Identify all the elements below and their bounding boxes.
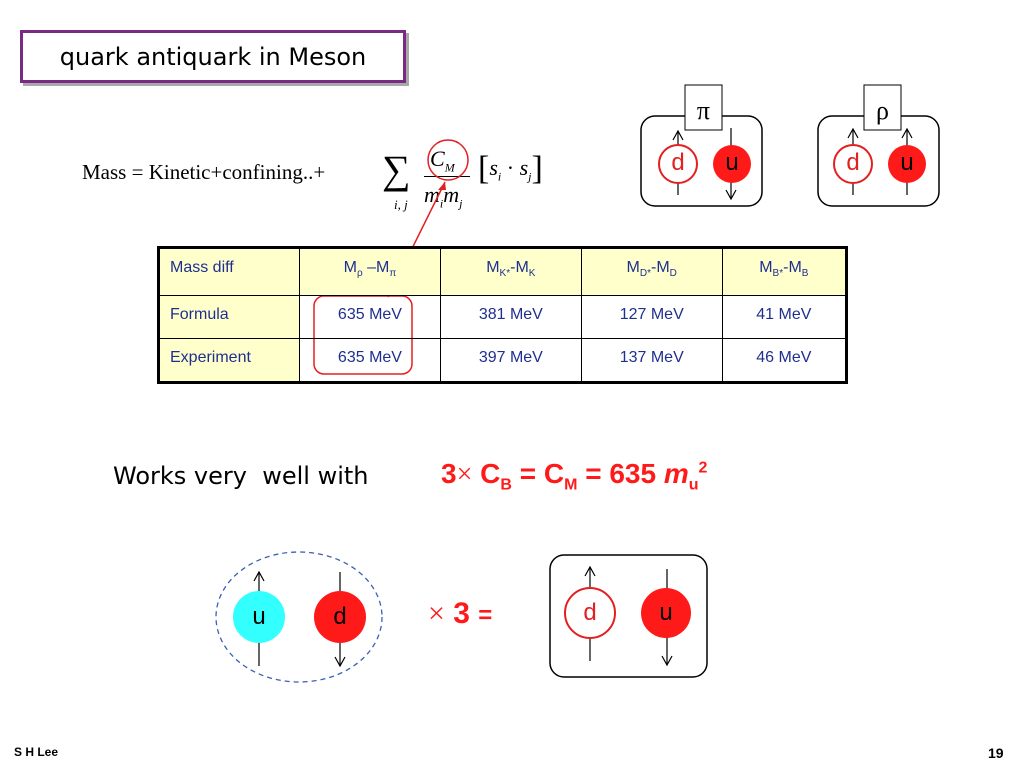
relation-three: 3	[441, 458, 457, 489]
relation-cb-sub: B	[500, 476, 512, 494]
rho-d-quark	[833, 144, 873, 184]
formula-eq: =	[131, 160, 144, 184]
relation-m: m	[663, 458, 689, 489]
header-bstar-b: MB*-MB	[721, 247, 848, 296]
equals-sign: =	[478, 602, 493, 629]
slide-title: quark antiquark in Meson	[59, 42, 367, 71]
bottom-spin-down-arrow	[661, 655, 673, 667]
formula-mj-sub: j	[459, 196, 463, 211]
relation-m-sup: 2	[698, 459, 708, 477]
formula-mi-sub: i	[439, 196, 444, 211]
footer-page-number: 19	[988, 745, 1004, 761]
relation-times: ×	[456, 459, 473, 490]
rho-label: ρ	[876, 96, 889, 125]
relation-eq: =	[519, 458, 537, 489]
formula-confining: confining..	[222, 160, 314, 184]
diquark-u-letter: u	[252, 603, 266, 630]
row-label-formula: Formula	[158, 294, 300, 339]
bottom-u-quark	[641, 588, 691, 638]
rho-label-box	[863, 84, 902, 131]
works-text: Works very well with	[113, 462, 369, 490]
formula-sum: ∑	[382, 147, 411, 192]
formula-sum-index: i, j	[394, 197, 408, 212]
formula-si: s	[489, 155, 498, 180]
formula-dot: ·	[506, 155, 515, 180]
mass-diff-table: Mass diff Mρ –Mπ MK*-MK MD*-MD MB*-MB Fo…	[157, 246, 848, 384]
diquark-d-letter: d	[333, 603, 347, 630]
pi-u-quark	[713, 145, 751, 183]
table-cell: 635 MeV	[299, 337, 441, 384]
table-row-experiment: Experiment 635 MeV 397 MeV 137 MeV 46 Me…	[158, 337, 848, 384]
formula-c: C	[430, 146, 445, 171]
diquark-spin-down-arrow	[334, 656, 346, 668]
formula-plus: +	[313, 160, 326, 184]
row-label-experiment: Experiment	[158, 337, 300, 384]
relation-m-sub: u	[688, 476, 699, 494]
pi-spin-up-arrow	[672, 129, 684, 141]
rho-spin-up-arrow-2	[901, 127, 913, 139]
table-cell: 397 MeV	[439, 337, 582, 384]
times-symbol: ×	[428, 597, 445, 630]
formula-denominator: mimj	[424, 182, 462, 211]
bottom-u-letter: u	[659, 599, 673, 626]
table-cell: 381 MeV	[439, 294, 582, 339]
diquark-d-quark	[314, 591, 366, 643]
table-cell: 46 MeV	[721, 337, 848, 384]
cm-highlight-circle	[427, 139, 469, 181]
relation-value: 635	[609, 458, 657, 489]
diquark-ellipse	[215, 551, 383, 683]
rho-u-letter: u	[900, 149, 914, 176]
bracket-right: ]	[531, 150, 543, 187]
pi-label: π	[696, 96, 711, 125]
times-number: 3	[453, 597, 470, 630]
mass-formula: Mass = Kinetic+confining..+	[82, 160, 325, 185]
formula-numerator: CM	[430, 146, 455, 175]
diquark-spin-up-arrow	[253, 570, 265, 582]
formula-spin-product: [si · sj]	[478, 150, 543, 188]
relation-eq: =	[585, 458, 602, 489]
rho-d-letter: d	[846, 149, 860, 176]
bottom-spin-up-arrow	[584, 565, 596, 577]
relation-cm: C	[543, 458, 565, 489]
table-header-row: Mass diff Mρ –Mπ MK*-MK MD*-MD MB*-MB	[158, 247, 848, 296]
formula-sj: s	[519, 155, 529, 180]
formula-sj-sub: j	[528, 169, 532, 184]
arrowhead-up	[438, 182, 446, 190]
rho-spin-up-arrow-1	[847, 127, 859, 139]
table-cell: 41 MeV	[721, 294, 848, 339]
rho-u-quark	[888, 145, 926, 183]
table-row-formula: Formula 635 MeV 381 MeV 127 MeV 41 MeV	[158, 294, 848, 339]
pi-label-box	[684, 84, 723, 131]
formula-plus: +	[210, 160, 223, 184]
pi-u-letter: u	[725, 149, 739, 176]
relation-cm-sub: M	[564, 476, 578, 494]
bottom-d-letter: d	[583, 599, 597, 626]
cb-cm-relation: 3× CB = CM = 635 mu2	[441, 458, 707, 495]
pi-spin-down-arrow	[725, 189, 737, 201]
formula-si-sub: i	[497, 169, 502, 184]
pi-d-letter: d	[671, 149, 685, 176]
relation-cb: C	[480, 458, 501, 489]
bottom-d-quark	[564, 587, 616, 639]
diquark-u-quark	[233, 591, 285, 643]
header-kstar-k: MK*-MK	[439, 247, 582, 296]
header-mass-diff: Mass diff	[158, 247, 300, 296]
times-three: × 3 =	[428, 597, 492, 631]
header-rho-pi: Mρ –Mπ	[299, 247, 441, 296]
pi-d-quark	[658, 144, 698, 184]
footer-author: S H Lee	[14, 745, 59, 759]
formula-c-sub: M	[444, 160, 455, 175]
header-dstar-d: MD*-MD	[580, 247, 723, 296]
title-box: quark antiquark in Meson	[20, 30, 406, 83]
fraction-bar	[424, 176, 470, 177]
table-cell: 137 MeV	[580, 337, 723, 384]
formula-lhs: Mass	[82, 160, 127, 184]
bottom-meson-box	[549, 554, 708, 678]
bracket-left: [	[478, 150, 490, 187]
table-cell: 127 MeV	[580, 294, 723, 339]
formula-mj: m	[443, 182, 460, 207]
table-cell: 635 MeV	[299, 294, 441, 339]
formula-kinetic: Kinetic	[148, 160, 211, 184]
